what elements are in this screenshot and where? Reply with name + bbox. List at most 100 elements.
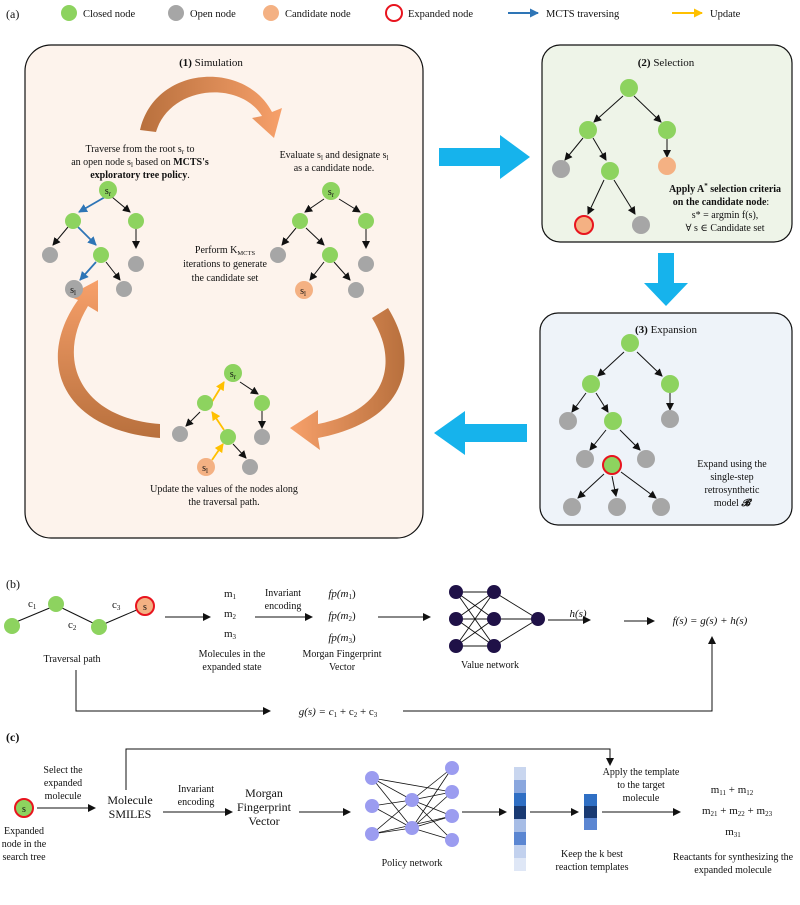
select-label-2: expanded xyxy=(44,778,82,789)
simulation-panel: (1) Simulation Traverse from the root sr… xyxy=(24,44,424,539)
molecule-smiles-2: SMILES xyxy=(109,807,152,821)
legend-closed-swatch xyxy=(61,5,77,21)
network-node xyxy=(445,833,459,847)
tree-node xyxy=(322,247,338,263)
invariant-c-label-1: Invariant xyxy=(178,784,214,795)
cycle-arrow-left xyxy=(57,280,160,438)
tree-node xyxy=(563,498,581,516)
tree-node xyxy=(658,121,676,139)
morgan-c-label-2: Fingerprint xyxy=(237,800,292,814)
value-network-label: Value network xyxy=(461,660,519,671)
selection-panel: (2) Selection Apply A* selection criteri… xyxy=(541,44,793,243)
simulation-tree-traverse: sr sl xyxy=(42,181,144,298)
tree-node xyxy=(358,256,374,272)
network-node xyxy=(365,771,379,785)
simulation-title: (1) Simulation xyxy=(179,57,243,69)
network-node xyxy=(445,761,459,775)
tree-node xyxy=(270,247,286,263)
tree-node xyxy=(220,429,236,445)
update-text-1: Update the values of the nodes along xyxy=(150,484,298,495)
formula-gs: g(s) = c1 + c2 + c3 xyxy=(299,706,378,719)
molecule-m1: m1 xyxy=(224,588,237,601)
tree-node xyxy=(661,375,679,393)
fingerprint-fp3: fp(m3) xyxy=(328,632,356,645)
tree-node-root xyxy=(99,181,117,199)
perform-text-1: Perform KMCTS xyxy=(195,245,256,257)
network-node xyxy=(449,585,463,599)
tree-node xyxy=(559,412,577,430)
tree-node xyxy=(254,429,270,445)
apply-label-2: to the target xyxy=(617,780,665,791)
molecule-smiles-1: Molecule xyxy=(107,793,152,807)
cost-c2: c2 xyxy=(68,619,77,632)
tree-node-candidate xyxy=(197,458,215,476)
tree-node xyxy=(576,450,594,468)
topk-vector xyxy=(584,794,597,830)
network-node xyxy=(449,612,463,626)
traverse-text-1: Traverse from the root sr to xyxy=(86,144,195,156)
leaf-node-label: sl xyxy=(300,286,306,298)
panel-label-c: (c) xyxy=(6,730,19,744)
legend-closed-label: Closed node xyxy=(83,9,136,20)
expanded-node xyxy=(14,798,34,818)
tree-node-root xyxy=(322,182,340,200)
expansion-title: (3) Expansion xyxy=(635,324,698,336)
panel-label-b: (b) xyxy=(6,577,20,591)
expansion-panel: (3) Expansion Expand using the single-st… xyxy=(539,312,793,526)
tree-node xyxy=(348,282,364,298)
leaf-node-label: sl xyxy=(202,463,208,475)
expansion-text-3: retrosynthetic xyxy=(705,485,761,496)
value-network xyxy=(449,585,545,653)
cost-c3: c3 xyxy=(112,599,121,612)
policy-network xyxy=(365,761,459,847)
path-node xyxy=(4,618,20,634)
expanded-node-label-2: node in the xyxy=(2,839,47,850)
cycle-arrow-top xyxy=(140,76,282,138)
network-node xyxy=(487,585,501,599)
network-node xyxy=(405,821,419,835)
legend-expanded-swatch xyxy=(385,4,403,22)
tree-node xyxy=(620,79,638,97)
network-node xyxy=(445,785,459,799)
tree-node xyxy=(358,213,374,229)
invariant-label-2: encoding xyxy=(265,601,302,612)
path-node xyxy=(48,596,64,612)
network-node xyxy=(405,793,419,807)
selection-formula-2: ∀ s ∈ Candidate set xyxy=(686,223,765,234)
tree-node xyxy=(128,256,144,272)
tree-node xyxy=(292,213,308,229)
morgan-label-2: Vector xyxy=(329,662,356,673)
selection-criteria-1: Apply A* selection criteria xyxy=(669,182,781,195)
evaluate-text-2: as a candidate node. xyxy=(294,163,375,174)
tree-node xyxy=(65,213,81,229)
path-node-s-label: s xyxy=(143,602,147,613)
tree-node xyxy=(116,281,132,297)
traverse-text-3: exploratory tree policy. xyxy=(90,170,190,181)
perform-text-2: iterations to generate xyxy=(183,259,267,270)
simulation-box xyxy=(24,44,424,539)
evaluate-text-1: Evaluate sl and designate sl xyxy=(280,150,389,162)
legend-candidate-swatch xyxy=(263,5,279,21)
tree-node xyxy=(652,498,670,516)
network-node xyxy=(445,809,459,823)
expanded-node-label-1: Expanded xyxy=(4,826,44,837)
network-node xyxy=(365,827,379,841)
flow-arrow-to-expansion xyxy=(644,253,688,306)
tree-node xyxy=(93,247,109,263)
network-node xyxy=(449,639,463,653)
legend-expanded-label: Expanded node xyxy=(408,9,473,20)
simulation-tree-candidate: sr sl xyxy=(270,182,374,299)
legend-candidate-label: Candidate node xyxy=(285,9,351,20)
expanded-node-label-3: search tree xyxy=(2,852,46,863)
traverse-text-2: an open node sl based on MCTS's xyxy=(71,157,209,169)
tree-node xyxy=(632,216,650,234)
reactant-set-2: m21 + m22 + m23 xyxy=(702,805,773,818)
root-node-label: sr xyxy=(328,187,335,199)
molecules-label-1: Molecules in the xyxy=(199,649,266,660)
update-text-2: the traversal path. xyxy=(188,497,259,508)
tree-node-root xyxy=(224,364,242,382)
apply-label-3: molecule xyxy=(623,793,660,804)
select-label-1: Select the xyxy=(43,765,83,776)
tree-node xyxy=(172,426,188,442)
legend-update-label: Update xyxy=(710,9,741,20)
